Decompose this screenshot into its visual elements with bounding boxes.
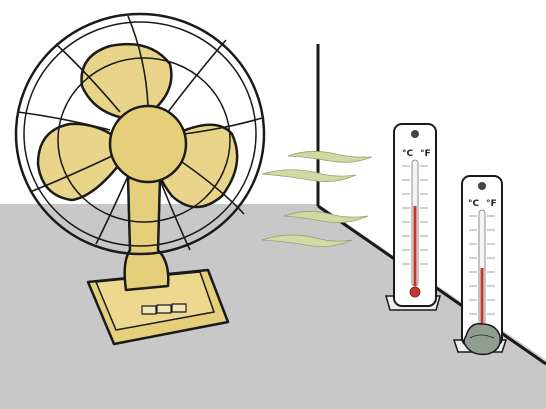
thermometer-dry-bulb: [410, 287, 420, 297]
fan-speed-buttons: [142, 304, 186, 314]
airflow-streak: [288, 151, 372, 162]
fan-hub: [110, 106, 186, 182]
thermometer-wet: °C °F: [454, 176, 506, 354]
thermometer-wet-celsius-label: °C: [468, 199, 480, 209]
airflow-streak: [262, 170, 356, 182]
thermometer-dry: °C °F: [386, 124, 440, 310]
fan-speed-button: [157, 305, 171, 313]
thermometer-wet-hanger: [478, 182, 486, 190]
thermometer-dry-fahrenheit-label: °F: [420, 149, 431, 159]
thermometer-dry-hanger: [411, 130, 419, 138]
fan-speed-button: [172, 304, 186, 312]
fan-speed-button: [142, 306, 156, 314]
thermometer-dry-celsius-label: °C: [402, 149, 414, 159]
thermometer-wet-column: [481, 268, 484, 330]
thermometer-dry-column: [414, 206, 417, 286]
thermometer-wet-cloth: [464, 324, 500, 355]
thermometer-wet-fahrenheit-label: °F: [486, 199, 497, 209]
